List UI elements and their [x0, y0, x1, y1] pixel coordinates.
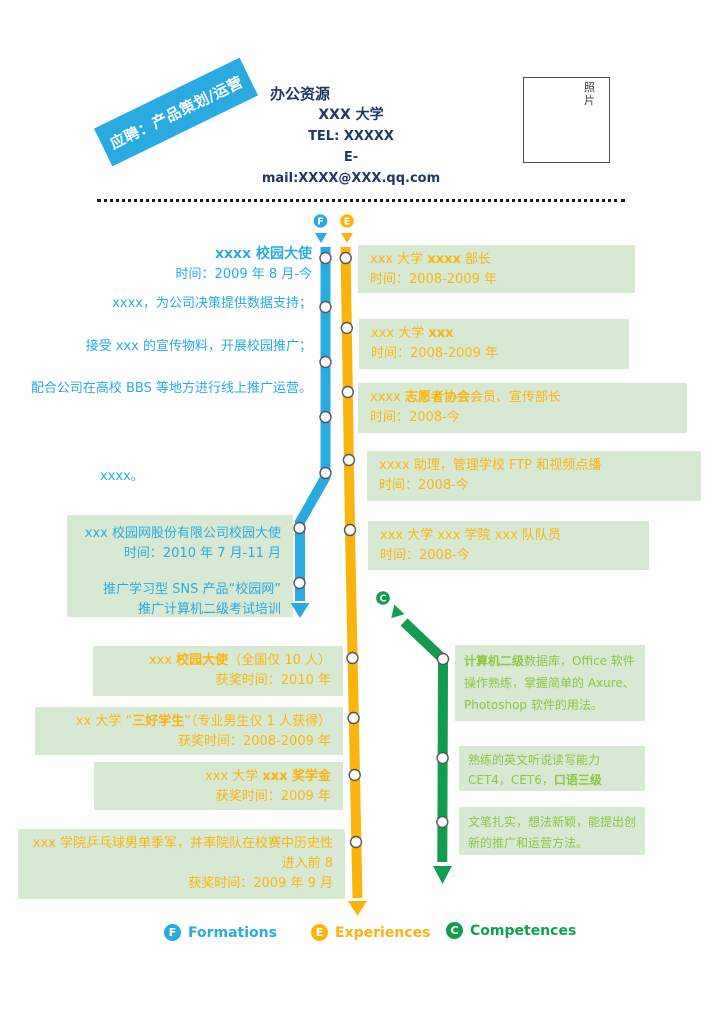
experience-time: 时间：2008-2009 年	[371, 346, 498, 361]
award-time: 获奖时间：2009 年	[215, 789, 331, 804]
award-time: 获奖时间：2009 年 9 月	[188, 876, 333, 891]
experience-title: xxx 大学 xxx	[371, 326, 454, 341]
station	[319, 251, 332, 265]
legend-experiences: E Experiences	[311, 924, 430, 941]
e-line-badge-letter: E	[344, 217, 351, 228]
formation-point: 接受 xxx 的宣传物料，开展校园推广；	[85, 339, 312, 354]
dotted-divider	[97, 199, 625, 202]
station	[293, 576, 306, 590]
award-time: 获奖时间：2008-2009 年	[178, 734, 331, 749]
station	[319, 466, 332, 480]
university-line: XXX 大学	[318, 107, 384, 123]
photo-placeholder-box: 照片	[523, 77, 610, 163]
c-legend-badge-icon: C	[446, 922, 463, 939]
formation-point: 推广学习型 SNS 产品“校园网”	[103, 582, 281, 597]
formation-note: xxxx。	[100, 469, 144, 484]
telephone-line: TEL: XXXXX	[308, 129, 394, 144]
competences-line	[391, 604, 452, 884]
c-line-end-arrow-icon	[433, 866, 452, 884]
station	[436, 815, 449, 829]
award-item: xxx 学院乒乓球男单季军，并率院队在校赛中历史性进入前 8 获奖时间：2009…	[18, 829, 345, 899]
station	[341, 385, 354, 399]
station	[293, 521, 306, 535]
experience-time: 时间：2008-今	[370, 410, 460, 425]
legend-formations: F Formations	[164, 924, 277, 941]
experience-title: xxxx 助理，管理学校 FTP 和视频点播	[379, 458, 602, 473]
e-legend-badge-icon: E	[311, 924, 328, 941]
experience-item: xxxx 志愿者协会会员、宣传部长 时间：2008-今	[358, 383, 687, 433]
station	[346, 651, 359, 665]
experience-title: xxx 大学 xxx 学院 xxx 队队员	[380, 528, 561, 543]
f-line-start-arrow-icon	[315, 233, 327, 243]
e-line-badge-icon	[340, 214, 354, 228]
c-line-path	[400, 618, 449, 863]
experience-time: 时间：2008-今	[380, 548, 470, 563]
award-time: 获奖时间：2010 年	[215, 673, 331, 688]
formation-title: xxx 校园网股份有限公司校园大使	[84, 526, 281, 541]
ribbon-text: 应聘：产品策划/运营	[106, 72, 246, 153]
legend-label: Formations	[188, 924, 277, 941]
experience-title: xxxx 志愿者协会会员、宣传部长	[370, 390, 561, 405]
experience-item: xxx 大学 xxx 学院 xxx 队队员 时间：2008-今	[368, 521, 649, 570]
station	[436, 751, 449, 765]
formation-point: 推广计算机二级考试培训	[137, 602, 281, 617]
formation-time: 时间：2010 年 7 月-11 月	[123, 546, 281, 561]
experience-time: 时间：2008-今	[379, 478, 469, 493]
station	[319, 300, 332, 314]
formation-time: 时间：2009 年 8 月-今	[175, 267, 312, 282]
experience-item: xxx 大学 xxx 时间：2008-2009 年	[359, 319, 629, 369]
station	[340, 321, 353, 335]
station	[348, 768, 361, 782]
email-line: E-mail:XXXX@XXX.qq.com	[261, 150, 441, 186]
formation-title: xxxx 校园大使	[215, 246, 312, 262]
award-item: xx 大学 “三好学生”（专业男生仅 1 人获得） 获奖时间：2008-2009…	[35, 707, 343, 755]
award-title: xxx 校园大使（全国仅 10 人）	[148, 653, 331, 668]
experience-time: 时间：2008-2009 年	[370, 272, 497, 287]
station	[319, 410, 332, 424]
c-line-badge-icon	[376, 591, 390, 605]
competence-line: CET4，CET6，口语三级	[468, 773, 602, 787]
station	[349, 835, 363, 849]
award-title: xxx 大学 xxx 奖学金	[204, 769, 331, 784]
experience-item: xxxx 助理，管理学校 FTP 和视频点播 时间：2008-今	[367, 451, 701, 501]
award-title: xx 大学 “三好学生”（专业男生仅 1 人获得）	[75, 714, 331, 729]
c-line-badge-letter: C	[380, 594, 387, 605]
award-title: xxx 学院乒乓球男单季军，并率院队在校赛中历史性进入前 8	[32, 836, 333, 871]
c-line-start-arrow-icon	[391, 604, 405, 619]
f-line-badge-icon	[313, 214, 328, 228]
legend-label: Competences	[470, 922, 577, 939]
award-item: xxx 校园大使（全国仅 10 人） 获奖时间：2010 年	[93, 646, 343, 696]
station	[339, 251, 352, 265]
f-legend-badge-icon: F	[164, 924, 181, 941]
formation-entry-campus-ambassador: xxx 校园网股份有限公司校园大使 时间：2010 年 7 月-11 月 推广学…	[67, 515, 293, 617]
formation-point: 配合公司在高校 BBS 等地方进行线上推广运营。	[30, 381, 312, 396]
formation-entry-current: xxxx 校园大使 时间：2009 年 8 月-今 xxxx，为公司决策提供数据…	[20, 246, 312, 397]
f-line-badge-letter: F	[317, 217, 324, 228]
competence-item: 计算机二级数据库，Office 软件操作熟练，掌握简单的 Axure、Photo…	[455, 645, 645, 721]
competence-item: 熟练的英文听说读写能力 CET4，CET6，口语三级	[459, 746, 645, 791]
formation-point: xxxx，为公司决策提供数据支持；	[112, 296, 312, 311]
station	[343, 523, 357, 537]
station	[342, 453, 356, 467]
photo-label: 照片	[584, 81, 595, 107]
station	[347, 711, 360, 725]
e-line-end-arrow-icon	[348, 901, 367, 916]
award-item: xxx 大学 xxx 奖学金 获奖时间：2009 年	[94, 762, 343, 810]
experience-item: xxx 大学 xxxx 部长 时间：2008-2009 年	[358, 245, 635, 293]
competence-line: 熟练的英文听说读写能力	[468, 753, 601, 767]
applying-position-ribbon: 应聘：产品策划/运营	[93, 57, 259, 167]
e-line-start-arrow-icon	[341, 233, 353, 243]
legend-competences: C Competences	[446, 922, 576, 939]
candidate-name: 办公资源	[270, 85, 331, 103]
experience-title: xxx 大学 xxxx 部长	[370, 252, 492, 267]
competence-item: 文笔扎实，想法新颖，能提出创新的推广和运营方法。	[459, 807, 645, 855]
station	[436, 652, 450, 666]
contact-header: 办公资源 XXX 大学 TEL: XXXXX E-mail:XXXX@XXX.q…	[256, 84, 446, 189]
legend-label: Experiences	[335, 924, 431, 941]
f-line-end-arrow-icon	[290, 603, 310, 618]
e-line-path	[340, 246, 363, 899]
station	[319, 355, 332, 369]
